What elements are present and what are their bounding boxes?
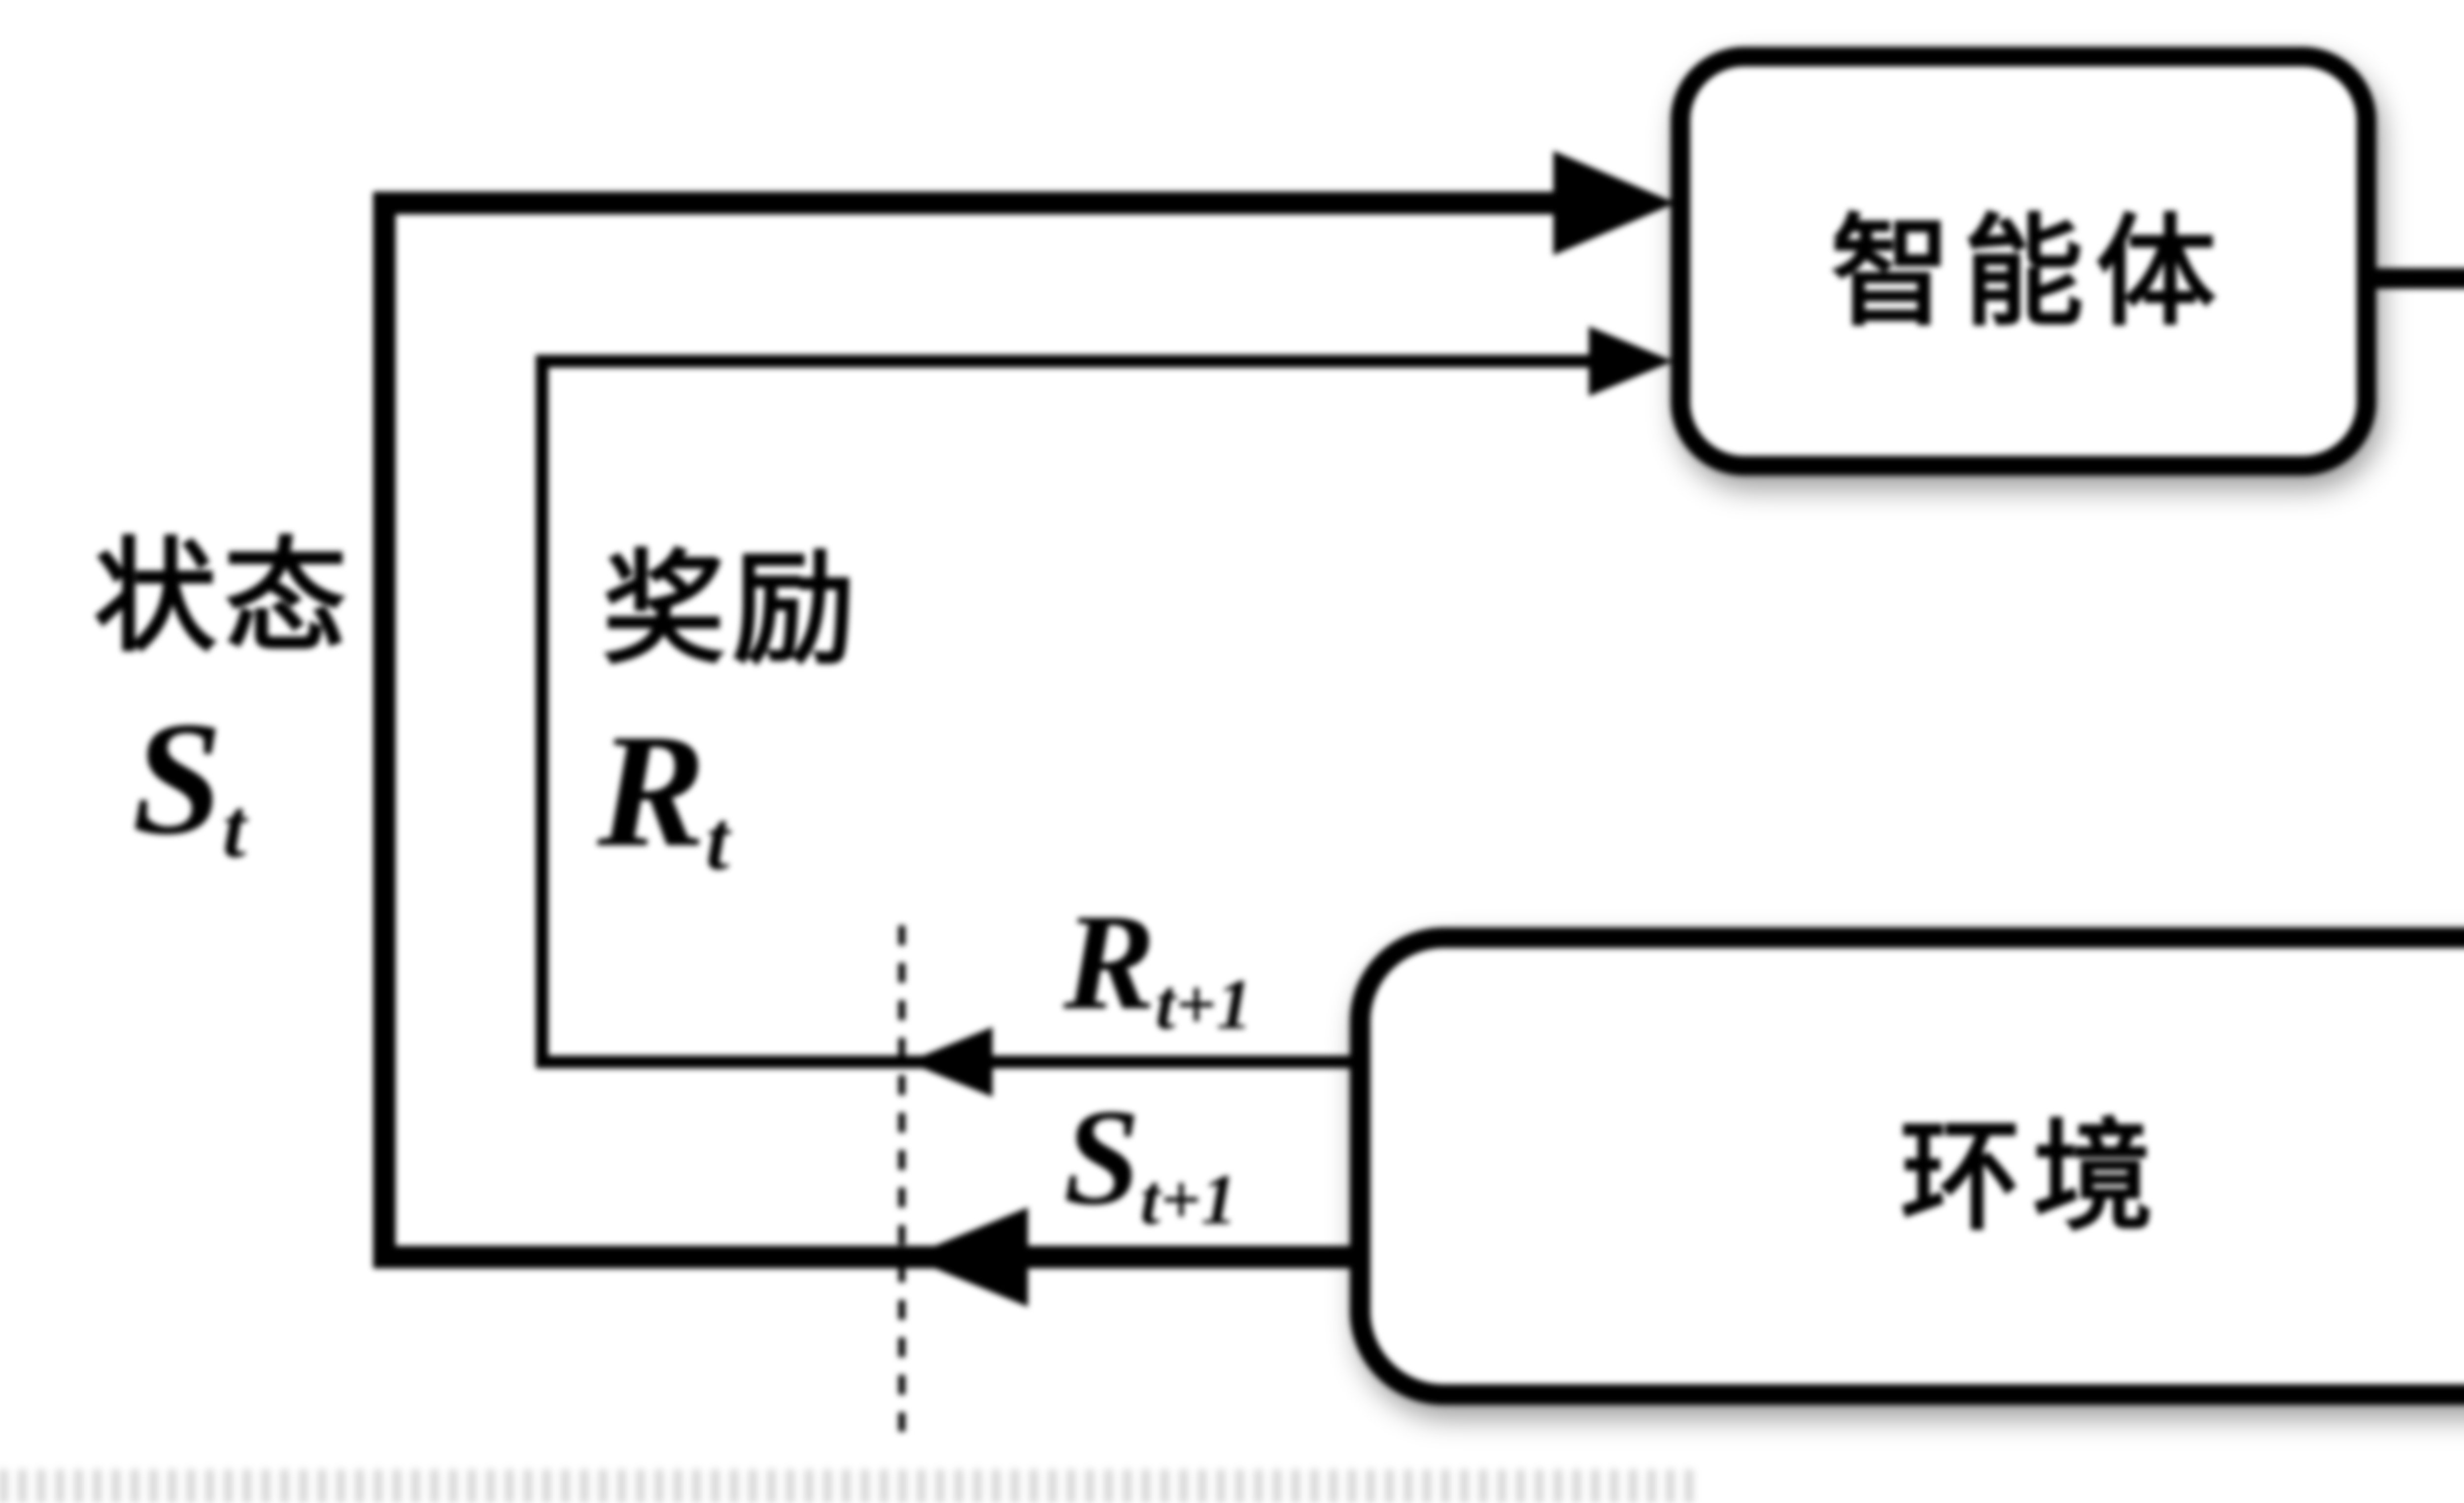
next-reward-symbol-main: R <box>1063 885 1156 1038</box>
next-state-symbol: St+1 <box>1063 1088 1237 1236</box>
state-arrowhead-into-agent <box>1553 151 1676 255</box>
state-symbol-subscript: t <box>222 782 246 876</box>
environment-box-label: 环境 <box>1900 1111 2165 1245</box>
next-state-symbol-subscript: t+1 <box>1140 1160 1237 1239</box>
reward-arrowhead-into-agent <box>1589 326 1673 396</box>
agent-box <box>1671 47 2376 476</box>
state-loop-line <box>373 192 1560 1268</box>
reward-symbol-main: R <box>597 701 706 881</box>
environment-box <box>1350 927 2464 1405</box>
next-reward-arrowhead <box>908 1027 992 1097</box>
next-state-symbol-main: S <box>1063 1080 1140 1233</box>
next-reward-symbol-subscript: t+1 <box>1155 964 1252 1044</box>
next-reward-symbol: Rt+1 <box>1063 893 1252 1041</box>
state-symbol: St <box>132 697 246 871</box>
environment-box-label-area: 环境 <box>1360 938 2464 1395</box>
state-symbol-main: S <box>132 688 223 868</box>
reward-symbol: Rt <box>597 710 729 884</box>
reward-label: 奖励 <box>602 543 862 679</box>
clipped-caption-artifact <box>0 1469 1695 1503</box>
reward-symbol-subscript: t <box>706 794 729 888</box>
next-state-arrowhead <box>908 1207 1028 1307</box>
agent-box-label-area: 智能体 <box>1680 57 2366 466</box>
agent-box-label: 智能体 <box>1830 206 2228 340</box>
state-label: 状态 <box>94 530 354 667</box>
